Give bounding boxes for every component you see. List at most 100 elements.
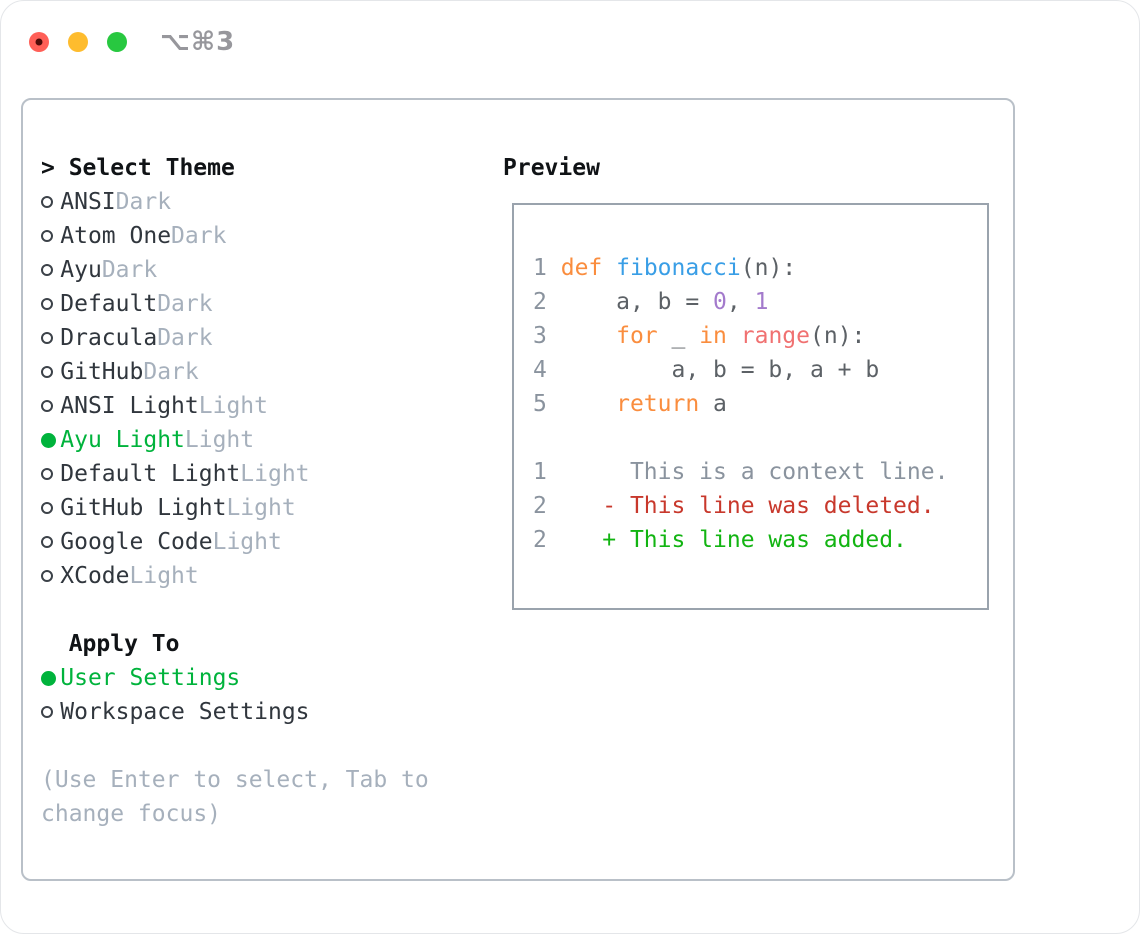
code-token: 1 bbox=[754, 289, 769, 315]
option-label: Dracula bbox=[60, 325, 158, 351]
help-line-1: (Use Enter to select, Tab to bbox=[41, 767, 429, 793]
theme-variant-label: Light bbox=[184, 427, 255, 453]
line-number: 1 bbox=[533, 459, 547, 485]
preview-pane: Preview 1 def fibonacci(n):2 a, b = 0, 1… bbox=[503, 151, 989, 610]
traffic-lights bbox=[29, 32, 146, 52]
option-label: Atom One bbox=[60, 223, 172, 249]
radio-selected-icon bbox=[41, 670, 56, 686]
apply-option-workspace-settings[interactable]: Workspace Settings bbox=[41, 695, 429, 729]
option-label: GitHub Light bbox=[60, 495, 227, 521]
radio-selected-icon bbox=[41, 432, 56, 448]
theme-variant-label: Dark bbox=[115, 189, 172, 215]
window-title: ⌥⌘3 bbox=[160, 27, 236, 57]
theme-item-default-light[interactable]: Default Light Light bbox=[41, 457, 429, 491]
theme-item-github[interactable]: GitHub Dark bbox=[41, 355, 429, 389]
theme-item-github-light[interactable]: GitHub Light Light bbox=[41, 491, 429, 525]
radio-icon bbox=[41, 264, 53, 276]
theme-variant-label: Dark bbox=[101, 257, 158, 283]
code-line: 5 return a bbox=[533, 387, 977, 421]
theme-variant-label: Dark bbox=[171, 223, 227, 249]
code-token: , bbox=[726, 289, 755, 315]
radio-icon bbox=[41, 706, 53, 718]
code-line: 2 a, b = 0, 1 bbox=[533, 285, 977, 319]
apply-to-header: Apply To bbox=[68, 631, 180, 657]
code-token: This is a context line. bbox=[546, 459, 949, 485]
theme-item-xcode[interactable]: XCode Light bbox=[41, 559, 429, 593]
select-theme-header: > Select Theme bbox=[41, 151, 429, 185]
option-label: Ayu bbox=[60, 257, 102, 283]
diff-line: 1 This is a context line. bbox=[533, 455, 977, 489]
select-theme-header-label: Select Theme bbox=[68, 155, 235, 181]
theme-item-ayu[interactable]: Ayu Dark bbox=[41, 253, 429, 287]
theme-item-ansi-light[interactable]: ANSI Light Light bbox=[41, 389, 429, 423]
code-token: for bbox=[616, 323, 658, 349]
theme-variant-label: Light bbox=[240, 461, 310, 487]
minimize-button[interactable] bbox=[68, 32, 88, 52]
radio-icon bbox=[41, 400, 53, 412]
option-label: Ayu Light bbox=[60, 427, 185, 453]
option-label: ANSI bbox=[60, 189, 116, 215]
close-button[interactable] bbox=[29, 32, 49, 52]
code-token: fibonacci bbox=[616, 255, 741, 281]
apply-option-user-settings[interactable]: User Settings bbox=[41, 661, 429, 695]
theme-variant-label: Light bbox=[212, 529, 282, 555]
theme-variant-label: Dark bbox=[143, 359, 199, 385]
option-label: Google Code bbox=[60, 529, 213, 555]
code-token bbox=[602, 255, 616, 281]
theme-item-default[interactable]: Default Dark bbox=[41, 287, 429, 321]
theme-variant-label: Dark bbox=[157, 291, 213, 317]
radio-icon bbox=[41, 230, 53, 242]
radio-icon bbox=[41, 366, 53, 378]
option-label: Workspace Settings bbox=[60, 699, 310, 725]
code-token: + This line was added. bbox=[546, 527, 907, 553]
option-label: Default bbox=[60, 291, 158, 317]
radio-icon bbox=[41, 196, 53, 208]
code-token: - This line was deleted. bbox=[546, 493, 935, 519]
theme-variant-label: Light bbox=[129, 563, 199, 589]
theme-item-google-code[interactable]: Google Code Light bbox=[41, 525, 429, 559]
diff-preview: 1 This is a context line. 2 - This line w… bbox=[533, 455, 977, 557]
code-token: a, b = b, a + b bbox=[546, 357, 880, 383]
code-token: (n): bbox=[810, 323, 866, 349]
line-number: 5 bbox=[533, 391, 547, 417]
preview-header: Preview bbox=[503, 155, 600, 181]
code-token: _ bbox=[657, 323, 700, 349]
zoom-button[interactable] bbox=[107, 32, 127, 52]
blank-line bbox=[533, 421, 977, 455]
code-token: range bbox=[740, 323, 811, 349]
theme-item-ayu-light[interactable]: Ayu Light Light bbox=[41, 423, 429, 457]
prompt-icon: > bbox=[41, 155, 55, 181]
code-token: a, b = bbox=[546, 289, 714, 315]
code-token bbox=[547, 323, 616, 349]
radio-icon bbox=[41, 468, 53, 480]
line-number: 4 bbox=[533, 357, 547, 383]
code-token bbox=[547, 255, 561, 281]
theme-item-dracula[interactable]: Dracula Dark bbox=[41, 321, 429, 355]
radio-icon bbox=[41, 332, 53, 344]
code-line: 1 def fibonacci(n): bbox=[533, 251, 977, 285]
help-line-2: change focus) bbox=[41, 801, 222, 827]
code-token: return bbox=[616, 391, 700, 417]
code-line: 3 for _ in range(n): bbox=[533, 319, 977, 353]
code-token bbox=[727, 323, 741, 349]
line-number: 2 bbox=[533, 493, 547, 519]
radio-icon bbox=[41, 502, 53, 514]
option-label: Default Light bbox=[60, 461, 241, 487]
theme-item-atom-one[interactable]: Atom One Dark bbox=[41, 219, 429, 253]
theme-variant-label: Light bbox=[226, 495, 296, 521]
code-token: 0 bbox=[713, 289, 727, 315]
unsaved-dot-icon bbox=[35, 38, 43, 46]
code-token: in bbox=[699, 323, 727, 349]
line-number: 2 bbox=[533, 527, 547, 553]
code-token bbox=[547, 391, 616, 417]
radio-icon bbox=[41, 570, 53, 582]
line-number: 1 bbox=[533, 255, 547, 281]
theme-item-ansi[interactable]: ANSI Dark bbox=[41, 185, 429, 219]
titlebar: ⌥⌘3 bbox=[29, 27, 235, 57]
